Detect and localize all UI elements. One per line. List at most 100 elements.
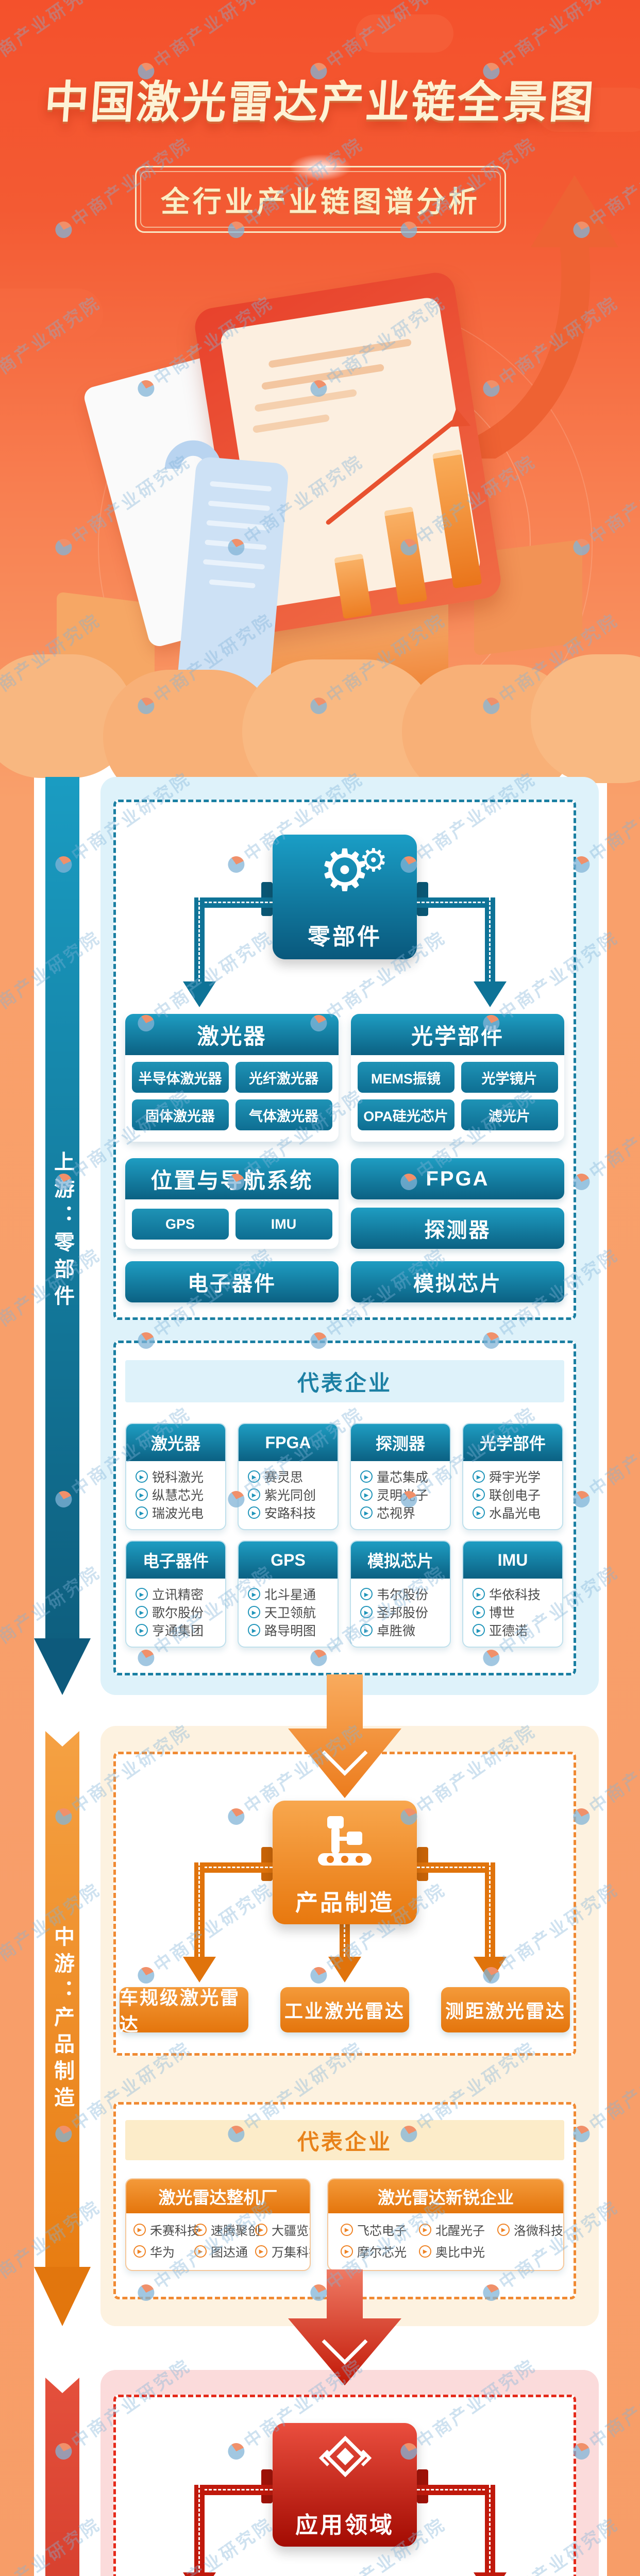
upstream-side-label: 上游：零部件 bbox=[51, 1151, 74, 1312]
connector-line bbox=[194, 1862, 205, 1957]
company-item: 奥比中光 bbox=[419, 2242, 485, 2260]
product-box: 测距激光雷达 bbox=[441, 1987, 570, 2032]
page-title: 中国激光雷达产业链全景图 bbox=[43, 78, 597, 127]
product-box: 工业激光雷达 bbox=[280, 1987, 409, 2032]
group-title: 激光器 bbox=[125, 1014, 339, 1055]
component-chip: MEMS振镜 bbox=[357, 1062, 454, 1093]
company-card: 激光器 锐科激光 纵慧芯光 瑞波光电 bbox=[125, 1423, 226, 1530]
illustration-bar-chart bbox=[308, 408, 507, 620]
subtitle-badge: 全行业产业链图谱分析 bbox=[135, 154, 506, 233]
connector-line bbox=[485, 2485, 495, 2573]
connector-line bbox=[340, 1924, 350, 1957]
company-item: 立讯精密 bbox=[136, 1585, 204, 1603]
downstream-root-label: 应用领域 bbox=[295, 2513, 394, 2538]
connector-arrow-icon bbox=[474, 1957, 507, 1982]
circled-arrow-icon bbox=[360, 1488, 373, 1501]
company-item: 亨通集团 bbox=[136, 1621, 204, 1639]
component-chip: 半导体激光器 bbox=[131, 1062, 229, 1093]
company-card-title: IMU bbox=[463, 1541, 562, 1579]
connector-line bbox=[199, 897, 273, 908]
illustration-arrow-swoosh bbox=[453, 170, 624, 463]
company-card: 探测器 量芯集成 灵明光子 芯视界 bbox=[350, 1423, 451, 1530]
connector-line bbox=[417, 2485, 490, 2495]
circled-arrow-icon bbox=[473, 1506, 485, 1519]
circled-arrow-icon bbox=[136, 1624, 148, 1636]
company-item: 圣邦股份 bbox=[360, 1603, 428, 1621]
component-box-detector: 探测器 bbox=[351, 1208, 564, 1249]
product-box: 车规级激光雷达 bbox=[120, 1987, 248, 2035]
midstream-side-label: 中游：产品制造 bbox=[51, 1926, 74, 2113]
component-chip: IMU bbox=[235, 1209, 332, 1240]
midstream-root-label: 产品制造 bbox=[295, 1890, 394, 1916]
company-item: 水晶光电 bbox=[473, 1503, 541, 1522]
gears-icon: ⚙⚙ bbox=[318, 838, 388, 903]
company-card: FPGA 赛灵思 紫光同创 安路科技 bbox=[238, 1423, 339, 1530]
connector-arrow-icon bbox=[183, 1957, 216, 1982]
company-item: 安路科技 bbox=[248, 1503, 316, 1522]
connector-line bbox=[194, 897, 205, 982]
company-item: 舜宇光学 bbox=[473, 1467, 541, 1486]
group-title: 位置与导航系统 bbox=[125, 1158, 339, 1199]
connector-line bbox=[199, 2485, 273, 2495]
upstream-side-bar bbox=[45, 777, 79, 1638]
company-item: 飞芯电子 bbox=[341, 2221, 407, 2239]
connector-arrow-icon bbox=[183, 981, 216, 1007]
circled-arrow-icon bbox=[360, 1606, 373, 1618]
circled-arrow-icon bbox=[360, 1624, 373, 1636]
company-card-title: GPS bbox=[239, 1541, 338, 1579]
circled-arrow-icon bbox=[473, 1606, 485, 1618]
circled-arrow-icon bbox=[248, 1624, 260, 1636]
circled-arrow-icon bbox=[248, 1470, 260, 1483]
midstream-side-arrow-icon bbox=[34, 2267, 91, 2326]
companies-band: 代表企业 bbox=[125, 1360, 564, 1402]
company-item: 瑞波光电 bbox=[136, 1503, 204, 1522]
company-card-title: 电子器件 bbox=[126, 1541, 225, 1579]
shine-glow bbox=[290, 154, 351, 181]
circled-arrow-icon bbox=[248, 1488, 260, 1501]
component-chip: 固体激光器 bbox=[131, 1099, 229, 1130]
midstream-side-bar bbox=[45, 1731, 79, 2267]
company-card-title: 激光雷达新锐企业 bbox=[328, 2179, 563, 2213]
upstream-root-label: 零部件 bbox=[308, 924, 382, 950]
company-item: 灵明光子 bbox=[360, 1485, 428, 1504]
section-transition-arrow bbox=[288, 1674, 401, 1801]
circled-arrow-icon bbox=[136, 1488, 148, 1501]
company-item: 亚德诺 bbox=[473, 1621, 528, 1639]
company-item: 北斗星通 bbox=[248, 1585, 316, 1603]
companies-band: 代表企业 bbox=[125, 2120, 564, 2160]
company-card: IMU 华依科技 博世 亚德诺 bbox=[462, 1540, 563, 1648]
company-item: 赛灵思 bbox=[248, 1467, 303, 1486]
company-card: 模拟芯片 韦尔股份 圣邦股份 卓胜微 bbox=[350, 1540, 451, 1648]
company-item: 路导明图 bbox=[248, 1621, 316, 1639]
connector-arrow-icon bbox=[183, 2572, 216, 2576]
circled-arrow-icon bbox=[136, 1588, 148, 1600]
company-item: 博世 bbox=[473, 1603, 515, 1621]
company-card-title: 激光雷达整机厂 bbox=[126, 2179, 310, 2213]
company-card-title: 光学部件 bbox=[463, 1424, 562, 1461]
circled-arrow-icon bbox=[136, 1470, 148, 1483]
factory-machine-icon bbox=[314, 1812, 376, 1872]
connector-line bbox=[199, 1862, 273, 1873]
company-item: 韦尔股份 bbox=[360, 1585, 428, 1603]
component-chip: 气体激光器 bbox=[235, 1099, 332, 1130]
company-card: 电子器件 立讯精密 歌尔股份 亨通集团 bbox=[125, 1540, 226, 1648]
cloud-shape bbox=[0, 289, 103, 340]
company-item: 速腾聚创 bbox=[194, 2221, 260, 2239]
company-card-title: 激光器 bbox=[126, 1424, 225, 1461]
connector-arrow-icon bbox=[474, 2572, 507, 2576]
cloud-shape bbox=[536, 88, 640, 132]
company-card-title: 探测器 bbox=[351, 1424, 450, 1461]
section-transition-arrow bbox=[288, 2269, 401, 2388]
circled-arrow-icon bbox=[248, 1506, 260, 1519]
company-item: 联创电子 bbox=[473, 1485, 541, 1504]
connector-line bbox=[485, 1862, 495, 1957]
component-box-electronics: 电子器件 bbox=[125, 1261, 339, 1302]
company-item: 紫光同创 bbox=[248, 1485, 316, 1504]
cloud-shape bbox=[356, 14, 453, 53]
company-item: 北醒光子 bbox=[419, 2221, 485, 2239]
cloud-shape bbox=[531, 654, 640, 783]
company-item: 天卫领航 bbox=[248, 1603, 316, 1621]
connector-line bbox=[417, 1862, 490, 1873]
connector-line bbox=[485, 897, 495, 982]
